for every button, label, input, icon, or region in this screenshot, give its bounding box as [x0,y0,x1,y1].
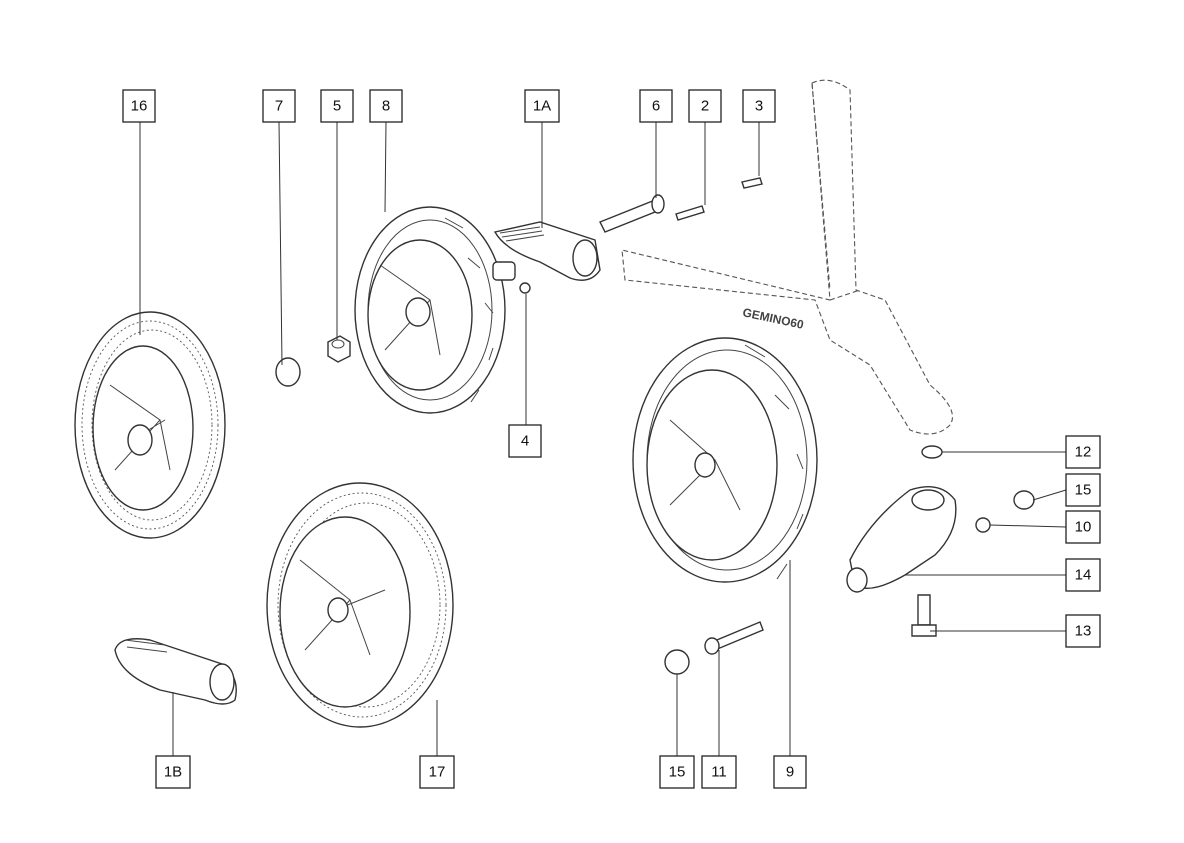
callout-label: 16 [131,98,148,115]
bolt-3 [741,177,763,189]
small-hardware [275,177,1035,675]
callout-label: 6 [652,98,660,115]
nut-5 [327,335,351,363]
cap-15a [1013,490,1035,510]
callout-label: 15 [669,764,686,781]
callout-4: 4 [508,424,542,458]
cap-15b [664,649,690,675]
rim-wheel-9 [632,337,818,583]
callout-label: 9 [786,764,794,781]
callout-label: 17 [429,764,446,781]
callout-10: 10 [1065,510,1101,544]
callout-12: 12 [1065,435,1101,469]
callout-2: 2 [688,89,722,123]
callout-9: 9 [773,755,807,789]
callout-5: 5 [320,89,354,123]
callout-label: 15 [1075,482,1092,499]
callout-17: 17 [419,755,455,789]
callout-label: 12 [1075,444,1092,461]
caster-fork-1b [114,638,237,705]
callout-1b: 1B [155,755,191,789]
cap-7 [275,357,301,387]
tire-wheel-16 [74,311,226,539]
nut-10 [975,517,991,533]
callout-14: 14 [1065,558,1101,592]
callout-13: 13 [1065,614,1101,648]
callout-label: 1B [164,764,182,781]
nut-4 [519,282,531,294]
callout-label: 14 [1075,567,1092,584]
callout-label: 2 [701,98,709,115]
callout-8: 8 [369,89,403,123]
tire-wheel-17 [266,482,454,728]
callout-label: 10 [1075,519,1092,536]
washer-12 [921,445,943,459]
callout-label: 3 [755,98,763,115]
callout-label: 8 [382,98,390,115]
frame-brand-logo: GEMINO60 [741,305,805,332]
fork-14 [849,486,957,589]
caster-fork-1a [493,221,601,281]
callout-label: 11 [711,764,727,781]
spacer [492,261,516,281]
bolt-2 [675,205,705,221]
callout-label: 13 [1075,623,1092,640]
callout-16: 16 [122,89,156,123]
callout-3: 3 [742,89,776,123]
axle-6 [599,199,661,233]
bolt-13 [917,594,931,626]
rim-wheel-8 [354,206,506,414]
callout-6: 6 [639,89,673,123]
leader-lines [139,121,1067,756]
callout-11: 11 [701,755,737,789]
callout-label: 1A [533,98,551,115]
callout-label: 5 [333,98,341,115]
callout-label: 4 [521,433,529,450]
callout-1a: 1A [524,89,560,123]
callout-7: 7 [262,89,296,123]
callout-label: 7 [275,98,283,115]
callout-15-bottom: 15 [659,755,695,789]
callout-15-right: 15 [1065,473,1101,507]
